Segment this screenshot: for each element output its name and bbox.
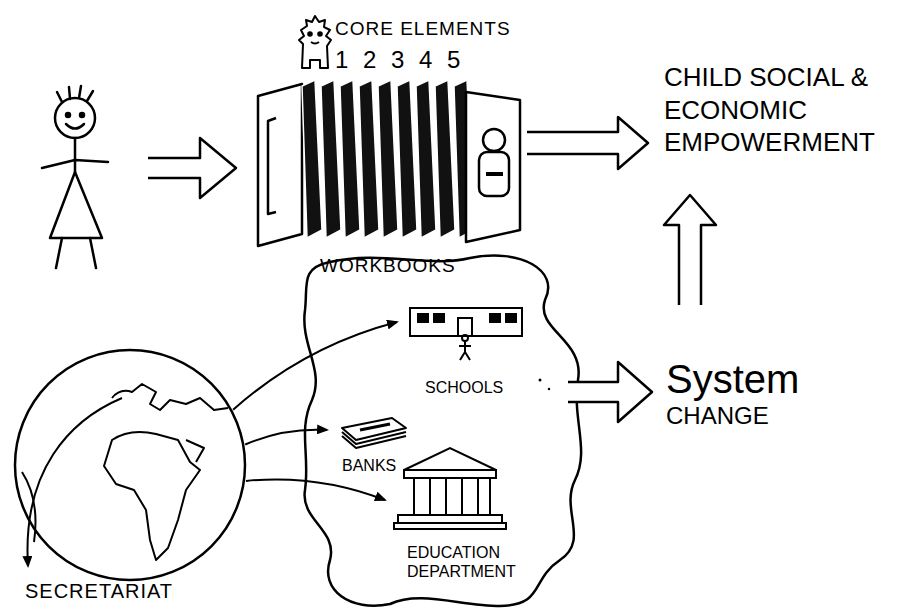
building-icon xyxy=(394,448,506,529)
system-text: System CHANGE xyxy=(666,356,816,430)
globe xyxy=(104,432,200,560)
workbooks-illustration xyxy=(258,84,302,246)
outcome-text: CHILD SOCIAL & ECONOMIC EMPOWERMENT xyxy=(664,61,875,159)
workbooks-illustration xyxy=(258,80,520,246)
schools-node: SCHOOLS xyxy=(400,300,535,405)
text-slot: BANKS xyxy=(342,456,396,475)
monster-figure xyxy=(299,16,331,68)
workbooks-illustration xyxy=(466,92,520,242)
schools-label: SCHOOLS xyxy=(425,378,503,397)
specks xyxy=(548,388,550,390)
bank-notes-icon xyxy=(342,418,406,448)
workbooks-illustration xyxy=(486,172,503,176)
girl-figure xyxy=(80,113,84,117)
building-icon xyxy=(394,523,506,529)
school-icon xyxy=(459,341,471,360)
building-icon xyxy=(404,470,496,478)
bank-notes-icon xyxy=(342,418,406,440)
school-icon xyxy=(410,308,522,360)
school-icon xyxy=(462,335,468,341)
monster-figure xyxy=(308,32,312,36)
building-icon xyxy=(404,448,496,470)
workbooks-illustration xyxy=(321,80,341,238)
workbooks-illustration xyxy=(268,118,276,214)
workbooks-illustration xyxy=(302,80,322,238)
girl-figure xyxy=(74,138,77,172)
globe-node: SECRETARIAT xyxy=(15,350,245,580)
workbooks-illustration xyxy=(483,129,505,151)
workbooks-illustration xyxy=(397,80,417,238)
specks xyxy=(539,379,551,391)
girl-figure xyxy=(42,160,108,168)
workbooks-illustration xyxy=(378,80,398,238)
girl-figure xyxy=(56,238,96,268)
school-icon xyxy=(434,314,444,322)
caption-label: WORKBOOKS xyxy=(320,255,456,278)
workbooks-illustration xyxy=(416,80,436,238)
globe xyxy=(112,384,228,410)
text-slot: 1 2 3 4 5 xyxy=(335,46,464,75)
school-icon xyxy=(418,314,428,322)
banks-node: BANKS xyxy=(330,410,410,480)
hollow-arrow xyxy=(568,362,652,422)
text-slot: EDUCATION DEPARTMENT xyxy=(407,543,537,581)
connector-arrow xyxy=(245,430,327,445)
region-blob xyxy=(304,256,581,606)
globe xyxy=(15,350,245,580)
workbooks-illustration xyxy=(359,80,379,238)
connector-arrow xyxy=(233,322,397,410)
girl-figure xyxy=(55,98,95,138)
school-icon xyxy=(458,318,472,336)
heading-text: CORE ELEMENTS xyxy=(335,18,511,41)
connector-arrow xyxy=(527,117,648,169)
secretariat-pointer xyxy=(27,398,122,566)
hollow-arrow xyxy=(148,138,236,198)
workbooks-node: CORE ELEMENTS 1 2 3 4 5 WORKBOOKS xyxy=(255,12,525,282)
secretariat-label: SECRETARIAT xyxy=(25,579,173,603)
callout-number: 1 2 3 4 5 xyxy=(335,46,464,75)
department-label: EDUCATION DEPARTMENT xyxy=(407,543,537,581)
girl-figure xyxy=(57,86,93,102)
workbooks-illustration xyxy=(479,152,509,196)
text-slot: SCHOOLS xyxy=(425,378,503,397)
school-icon xyxy=(410,308,522,336)
workbooks-illustration xyxy=(340,80,360,238)
monster-figure xyxy=(311,42,319,44)
education-node: EDUCATION DEPARTMENT xyxy=(388,438,555,598)
school-icon xyxy=(506,314,516,322)
system-node: System CHANGE xyxy=(660,350,822,436)
bank-notes-icon xyxy=(360,424,390,430)
building-icon xyxy=(398,515,502,523)
banks-label: BANKS xyxy=(342,456,396,475)
specks xyxy=(539,379,542,382)
school-icon xyxy=(490,314,500,322)
girl-figure xyxy=(66,113,70,117)
monster-figure xyxy=(299,16,331,68)
bank-notes-icon xyxy=(342,436,406,448)
workbooks-illustration xyxy=(435,80,455,238)
girl-figure xyxy=(66,124,84,129)
globe xyxy=(15,350,245,580)
text-slot: CORE ELEMENTS xyxy=(335,18,511,41)
outcome-node: CHILD SOCIAL & ECONOMIC EMPOWERMENT xyxy=(658,55,881,165)
connector-arrow xyxy=(246,479,385,500)
girl-figure xyxy=(42,86,108,268)
girl-figure xyxy=(50,172,102,238)
globe xyxy=(186,440,204,462)
monster-figure xyxy=(318,32,322,36)
text-slot: WORKBOOKS xyxy=(320,255,456,278)
text-slot: SECRETARIAT xyxy=(25,579,173,603)
connector-arrow xyxy=(664,195,716,305)
building-icon xyxy=(414,478,490,515)
